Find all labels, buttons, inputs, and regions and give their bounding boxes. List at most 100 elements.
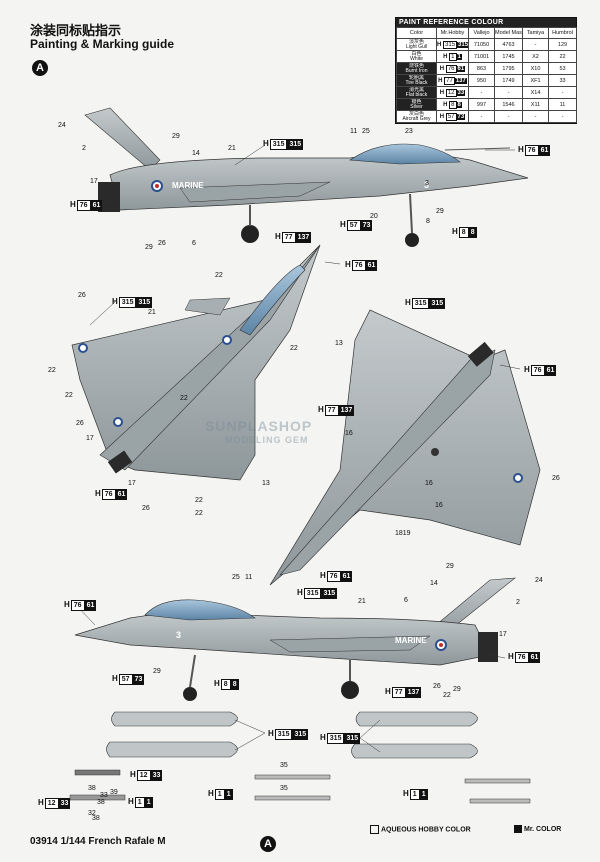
callout-mr-code: 1 bbox=[224, 789, 233, 800]
callout-mr-code: 315 bbox=[321, 588, 338, 599]
color-name-en: Tire Black bbox=[405, 79, 428, 86]
part-number-label: 22 bbox=[195, 510, 203, 517]
part-number-label: 8 bbox=[426, 218, 430, 225]
part-number-label: 22 bbox=[215, 272, 223, 279]
callout-prefix: H bbox=[297, 588, 303, 597]
top-canard bbox=[184, 297, 231, 316]
main-wheel-left bbox=[341, 681, 359, 699]
part-number-label: 32 bbox=[88, 810, 96, 817]
callout-prefix: H bbox=[320, 571, 326, 580]
aqueous-code: 315 bbox=[443, 40, 458, 49]
part-number-label: 2 bbox=[82, 145, 86, 152]
paint-reference-table: PAINT REFERENCE COLOUR Color Mr.Hobby Va… bbox=[395, 17, 577, 124]
legend-mr-label: Mr. COLOR bbox=[524, 825, 562, 833]
color-name-cn: 淡灰色 bbox=[408, 38, 424, 45]
callout-mr-code: 315 bbox=[136, 297, 153, 308]
callout-mr-code: 8 bbox=[468, 227, 477, 238]
tank-2 bbox=[106, 741, 238, 758]
paint-reference-title: PAINT REFERENCE COLOUR bbox=[396, 18, 576, 27]
mrhobby-prefix: H bbox=[439, 65, 445, 72]
callout-mr-code: 137 bbox=[295, 232, 312, 243]
top-roundel-2 bbox=[222, 335, 232, 345]
callout-prefix: H bbox=[340, 220, 346, 229]
part-number-label: 3 bbox=[425, 180, 429, 187]
part-number-label: 1819 bbox=[395, 530, 411, 537]
callout-aqueous-code: 77 bbox=[391, 687, 406, 698]
callout-aqueous-code: 315 bbox=[274, 729, 293, 740]
callout-prefix: H bbox=[508, 652, 514, 661]
callout-aqueous-code: 315 bbox=[269, 139, 288, 150]
product-title: 03914 1/144 French Rafale M bbox=[30, 836, 166, 847]
top-wing bbox=[71, 244, 321, 481]
callout-mr-code: 33 bbox=[150, 770, 163, 781]
part-number-label: 29 bbox=[453, 686, 461, 693]
side-view-right bbox=[84, 107, 529, 247]
aqueous-code: 76 bbox=[445, 64, 457, 73]
part-number-label: 21 bbox=[358, 598, 366, 605]
footer-marker: A bbox=[260, 836, 276, 852]
canopy-left bbox=[144, 599, 256, 621]
top-canopy bbox=[239, 264, 306, 336]
callout-aqueous-code: 315 bbox=[411, 298, 430, 309]
part-number-label: 29 bbox=[172, 133, 180, 140]
mr-color-code: 137 bbox=[454, 77, 467, 84]
main-wheel-right bbox=[241, 225, 259, 243]
color-name-en: Silver bbox=[410, 103, 423, 110]
callout-prefix: H bbox=[95, 489, 101, 498]
part-number-label: 20 bbox=[370, 213, 378, 220]
callout-mr-code: 315 bbox=[292, 729, 309, 740]
callout-aqueous-code: 76 bbox=[70, 600, 85, 611]
col-humbrol: Humbrol bbox=[548, 27, 577, 39]
part-number-label: 13 bbox=[262, 480, 270, 487]
part-number-label: 26 bbox=[433, 683, 441, 690]
callout-prefix: H bbox=[345, 260, 351, 269]
callout-aqueous-code: 76 bbox=[101, 489, 116, 500]
part-number-label: 25 bbox=[362, 128, 370, 135]
callout-mr-code: 61 bbox=[340, 571, 353, 582]
callout-aqueous-code: 8 bbox=[458, 227, 469, 238]
aqueous-code: 8 bbox=[449, 100, 457, 109]
part-number-label: 16 bbox=[425, 480, 433, 487]
mr-color-code: 33 bbox=[456, 89, 466, 96]
part-number-label: 22 bbox=[290, 345, 298, 352]
color-name-en: Light Gull bbox=[405, 43, 428, 50]
wing-left bbox=[269, 635, 431, 653]
top-exhaust bbox=[107, 450, 133, 474]
callout-mr-code: 61 bbox=[365, 260, 378, 271]
bottom-exhaust bbox=[467, 341, 494, 367]
part-number-label: 29 bbox=[145, 244, 153, 251]
callout-prefix: H bbox=[208, 789, 214, 798]
callout-mr-code: 137 bbox=[405, 687, 422, 698]
mrhobby-prefix: H bbox=[439, 113, 445, 120]
part-number-label: 24 bbox=[535, 577, 543, 584]
callout-prefix: H bbox=[112, 297, 118, 306]
callout-prefix: H bbox=[452, 227, 458, 236]
missiles bbox=[69, 769, 531, 804]
callout-aqueous-code: 76 bbox=[351, 260, 366, 271]
callout-aqueous-code: 76 bbox=[524, 145, 539, 156]
color-name-en: Burnt Iron bbox=[405, 67, 428, 74]
missile-3 bbox=[254, 774, 331, 780]
paint-reference-grid: Color Mr.Hobby Vallejo Model Master Tami… bbox=[396, 27, 577, 123]
scheme-marker: A bbox=[32, 60, 48, 76]
callout-prefix: H bbox=[128, 797, 134, 806]
callout-aqueous-code: 12 bbox=[136, 770, 151, 781]
color-name-cn: 轮胎黑 bbox=[408, 74, 424, 81]
color-name-cn: 灰白色 bbox=[408, 110, 424, 117]
callout-prefix: H bbox=[268, 729, 274, 738]
drop-tanks bbox=[106, 711, 478, 759]
